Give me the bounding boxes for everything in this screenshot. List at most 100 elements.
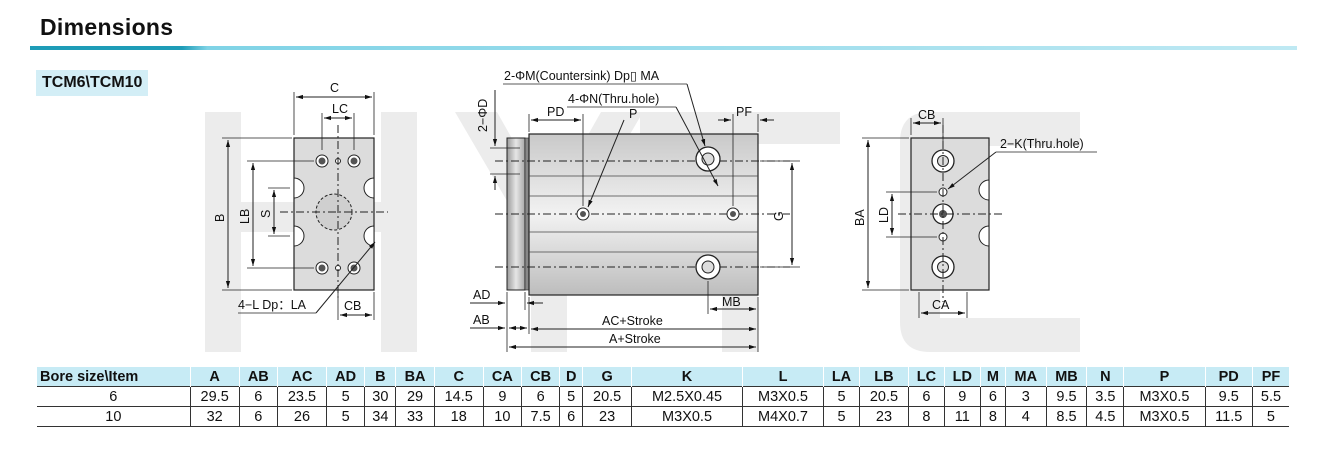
table-header-cell: K [631, 367, 743, 387]
table-cell: 5 [559, 386, 584, 407]
end-view [862, 118, 1097, 318]
table-cell: 34 [364, 406, 397, 427]
table-cell: 5 [326, 386, 366, 407]
table-header-cell: N [1086, 367, 1125, 387]
section-title: Dimensions [40, 14, 174, 40]
table-cell: 23 [582, 406, 633, 427]
table-cell: 6 [521, 386, 561, 407]
table-cell: 7.5 [521, 406, 561, 427]
table-cell: 8 [908, 406, 945, 427]
table-cell: 30 [364, 386, 397, 407]
table-cell: 5 [823, 406, 860, 427]
table-cell: 26 [277, 406, 327, 427]
table-header-cell: L [742, 367, 825, 387]
table-cell: 23 [859, 406, 909, 427]
table-cell: 23.5 [277, 386, 327, 407]
table-header-cell: PD [1205, 367, 1253, 387]
table-header-cell: AB [239, 367, 278, 387]
label-s: S [259, 210, 273, 218]
table-header-cell: B [364, 367, 397, 387]
label-d: 2−ΦD [476, 99, 490, 132]
table-cell: 10 [37, 406, 191, 427]
table-header-cell: LB [859, 367, 909, 387]
table-cell: 29.5 [190, 386, 240, 407]
table-cell: 6 [239, 386, 278, 407]
label-a-stroke: A+Stroke [609, 332, 661, 346]
table-header-cell: LC [908, 367, 945, 387]
table-header-cell: BA [395, 367, 435, 387]
table-header-cell: CA [483, 367, 523, 387]
table-cell: 9 [944, 386, 981, 407]
table-header-cell: MB [1046, 367, 1088, 387]
table-header-cell: LD [944, 367, 981, 387]
table-cell: 6 [239, 406, 278, 427]
table-cell: 33 [395, 406, 435, 427]
side-view [470, 83, 800, 352]
model-label: TCM6\TCM10 [36, 70, 149, 96]
table-cell: 8.5 [1046, 406, 1088, 427]
table-cell: 18 [434, 406, 484, 427]
table-header-cell: LA [823, 367, 860, 387]
label-lc: LC [332, 102, 348, 116]
table-cell: 5 [1252, 406, 1289, 427]
table-cell: 6 [559, 406, 584, 427]
dimension-labels: C LC B LB S 4−L Dp：LA CB 2-ΦM(Countersin… [213, 69, 1084, 346]
table-cell: 9 [483, 386, 523, 407]
table-cell: M3X0.5 [631, 406, 743, 427]
label-pd: PD [547, 105, 564, 119]
table-cell: M4X0.7 [742, 406, 825, 427]
label-cb-front: CB [344, 299, 361, 313]
table-cell: 11 [944, 406, 981, 427]
table-cell: 3 [1005, 386, 1047, 407]
table-cell: 6 [980, 386, 1006, 407]
label-mb: MB [722, 295, 741, 309]
table-cell: 20.5 [859, 386, 909, 407]
label-ad: AD [473, 288, 490, 302]
table-cell: 5.5 [1252, 386, 1289, 407]
table-cell: M3X0.5 [1123, 386, 1206, 407]
table-cell: 9.5 [1046, 386, 1088, 407]
table-header-cell: G [582, 367, 633, 387]
table-header-cell: PF [1252, 367, 1289, 387]
table-cell: 6 [908, 386, 945, 407]
table-cell: M2.5X0.45 [631, 386, 743, 407]
table-cell: M3X0.5 [742, 386, 825, 407]
table-cell: 4 [1005, 406, 1047, 427]
label-ca: CA [932, 298, 950, 312]
table-cell: 8 [980, 406, 1006, 427]
label-c: C [330, 81, 339, 95]
front-view [222, 92, 388, 320]
label-b: B [213, 214, 227, 222]
label-lb: LB [238, 209, 252, 224]
label-pf: PF [736, 105, 752, 119]
table-cell: 3.5 [1086, 386, 1125, 407]
label-ac-stroke: AC+Stroke [602, 314, 663, 328]
table-header-cell: D [559, 367, 584, 387]
label-p: P [629, 107, 637, 121]
table-cell: 14.5 [434, 386, 484, 407]
table-cell: M3X0.5 [1123, 406, 1206, 427]
label-cb-end: CB [918, 108, 935, 122]
label-ld: LD [877, 207, 891, 223]
table-cell: 9.5 [1205, 386, 1253, 407]
label-m-note: 2-ΦM(Countersink) Dp▯ MA [504, 69, 660, 83]
table-header-cell: Bore size\Item [37, 367, 191, 387]
label-l-la: 4−L Dp：LA [238, 298, 307, 312]
label-n-note: 4-ΦN(Thru.hole) [568, 92, 659, 106]
table-cell: 5 [823, 386, 860, 407]
table-header-cell: A [190, 367, 240, 387]
table-cell: 20.5 [582, 386, 633, 407]
label-ba: BA [853, 209, 867, 226]
table-header-cell: CB [521, 367, 561, 387]
title-underline [30, 46, 1297, 50]
table-header-cell: M [980, 367, 1006, 387]
table-cell: 11.5 [1205, 406, 1253, 427]
table-header-cell: C [434, 367, 484, 387]
table-cell: 5 [326, 406, 366, 427]
